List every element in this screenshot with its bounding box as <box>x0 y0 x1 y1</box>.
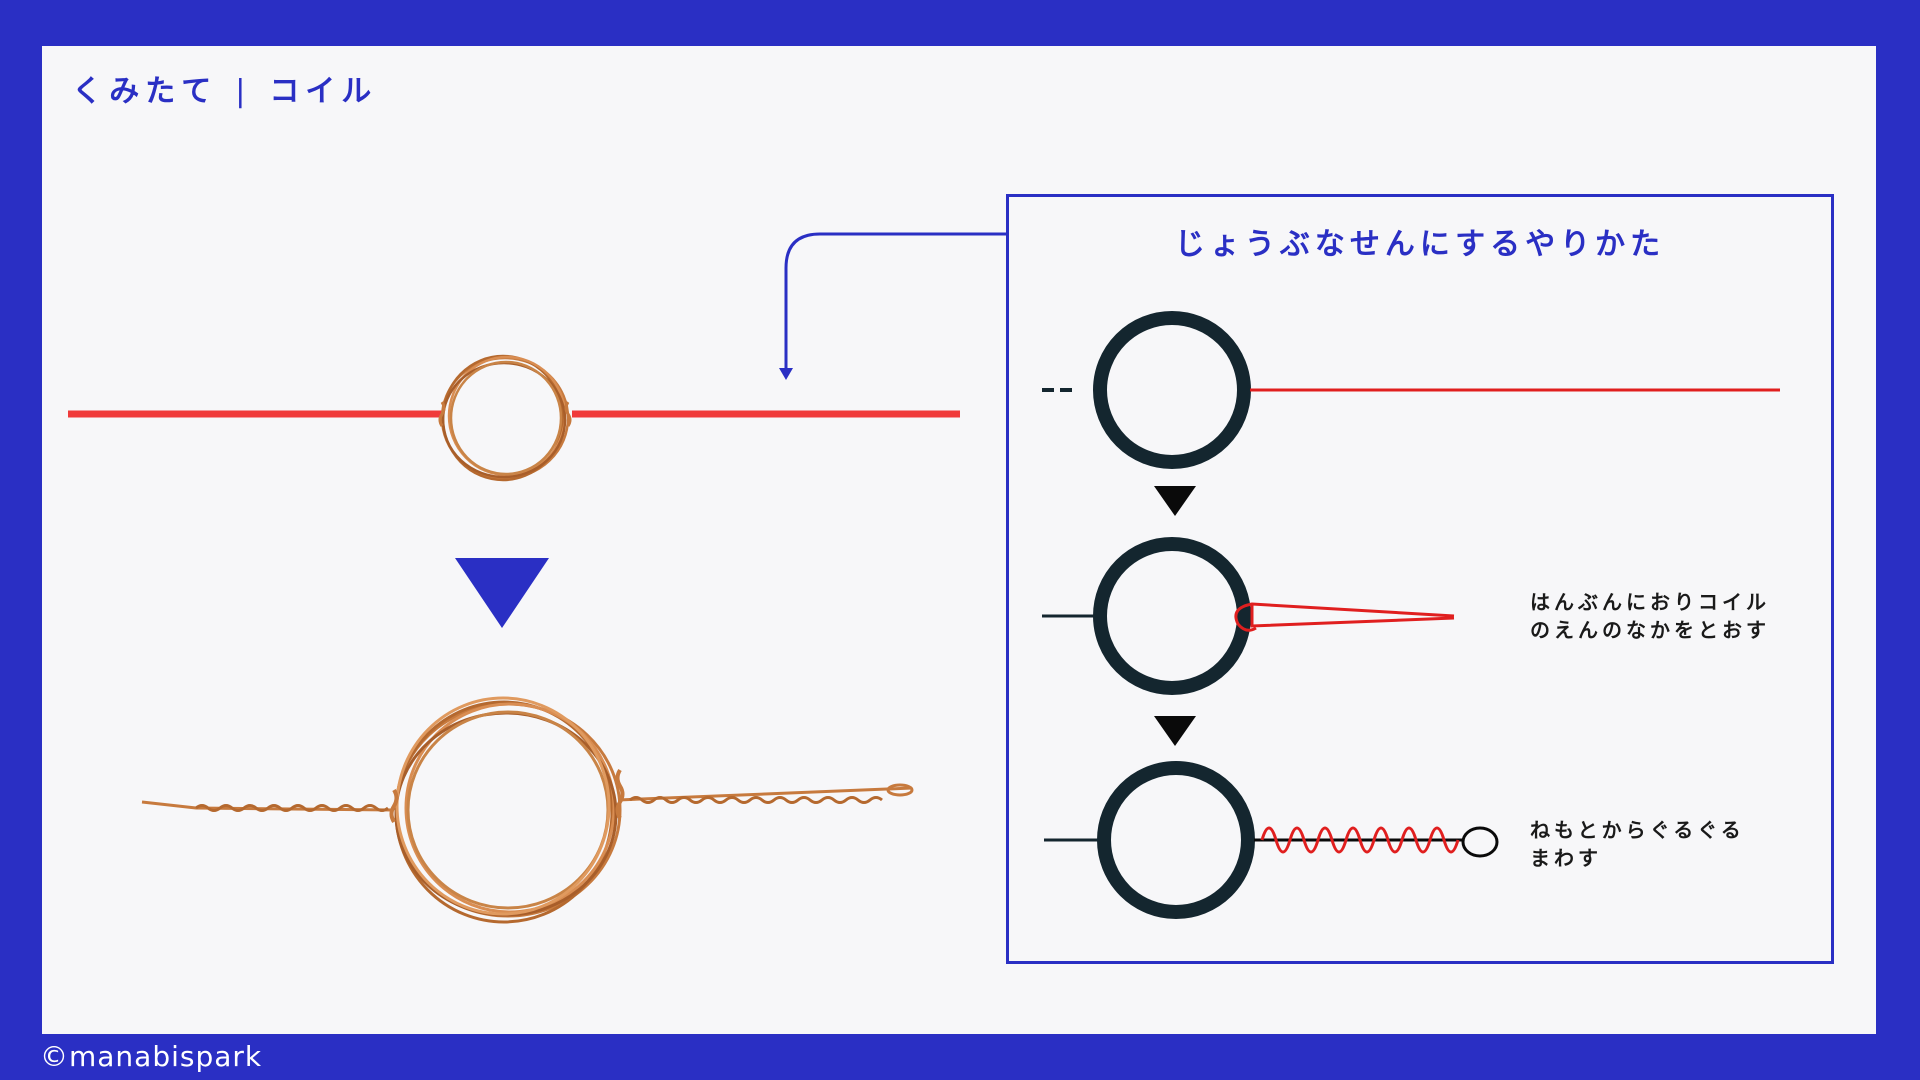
content-panel <box>42 46 1876 1034</box>
callout-connector <box>784 232 1006 372</box>
copyright-text: ©manabispark <box>40 1040 263 1073</box>
step-2-ring <box>1093 537 1251 695</box>
step-1-diagram <box>1042 311 1780 469</box>
step-3-ring <box>1097 761 1255 919</box>
callout-arrowhead <box>779 368 793 380</box>
down-arrow-icon <box>455 558 549 628</box>
copper-coil-small <box>438 354 572 482</box>
step-arrow-2-icon <box>1154 716 1196 746</box>
title-main: くみたて <box>72 74 218 109</box>
instruction-box: じょうぶなせんにするやりかた <box>1006 194 1834 964</box>
step-2-folded-wire <box>1234 602 1455 632</box>
step-3-spiral <box>1260 826 1460 854</box>
page-title: くみたて | コイル <box>72 66 377 110</box>
coil-after <box>141 696 914 924</box>
step-arrow-1-icon <box>1154 486 1196 516</box>
step-2-note-line-2: のえんのなかをとおす <box>1530 618 1770 642</box>
step-3-note: ねもとからぐるぐる まわす <box>1530 816 1745 872</box>
copper-coil-large <box>389 696 625 924</box>
step-1-ring <box>1093 311 1251 469</box>
step-2-diagram <box>1042 537 1455 695</box>
instruction-title: じょうぶなせんにするやりかた <box>1174 227 1666 262</box>
coil-before <box>68 354 960 482</box>
step-3-diagram <box>1044 761 1499 919</box>
step-3-note-line-2: まわす <box>1530 846 1602 870</box>
twisted-wire <box>141 783 914 812</box>
step-2-note: はんぶんにおりコイル のえんのなかをとおす <box>1530 588 1770 644</box>
step-3-loop <box>1461 826 1499 858</box>
title-sub: コイル <box>269 74 378 109</box>
title-separator: | <box>235 74 252 109</box>
step-2-note-line-1: はんぶんにおりコイル <box>1530 590 1770 614</box>
step-3-note-line-1: ねもとからぐるぐる <box>1530 818 1745 842</box>
